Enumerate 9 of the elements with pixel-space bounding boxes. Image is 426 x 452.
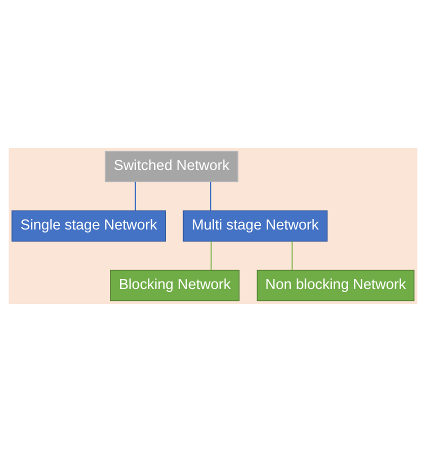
node-box: Non blocking Network: [256, 270, 414, 302]
connector: [134, 182, 136, 211]
node-box: Switched Network: [104, 150, 238, 182]
connector: [292, 241, 293, 270]
node-box: Blocking Network: [110, 270, 240, 302]
node-box: Single stage Network: [12, 210, 166, 242]
connector: [210, 182, 212, 211]
node-box: Multi stage Network: [182, 210, 328, 242]
connector: [210, 241, 212, 270]
